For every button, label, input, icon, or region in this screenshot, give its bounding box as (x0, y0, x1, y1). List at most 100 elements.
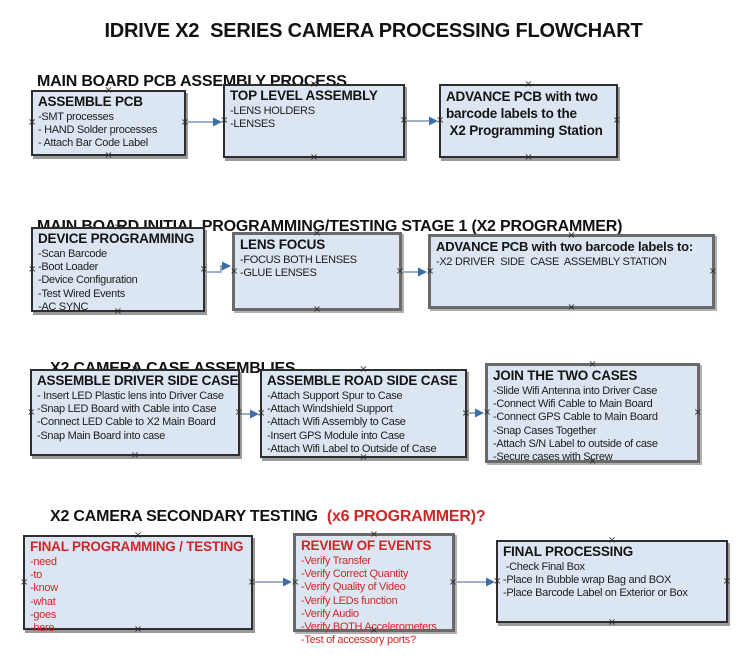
anchor-x-icon: × (27, 406, 36, 418)
anchor-x-icon: × (436, 115, 445, 126)
box-item: -Check Final Box (503, 561, 585, 573)
box-item: -LENSES (230, 118, 275, 131)
box-item: -here (30, 622, 55, 635)
anchor-x-icon: × (312, 304, 322, 315)
box-item: -to (30, 569, 42, 582)
box-item: -Slide Wifi Antenna into Driver Case (493, 385, 658, 397)
box-review-of-events: REVIEW OF EVENTS -Verify Transfer-Verify… (291, 530, 457, 647)
box-item-list: -SMT processes- HAND Solder processes- A… (38, 111, 180, 151)
box-item: -Verify LEDs function (301, 594, 398, 607)
anchor-x-icon: × (567, 302, 576, 313)
box-assemble-driver-side-case: ASSEMBLE DRIVER SIDE CASE - Insert LED P… (27, 365, 243, 461)
anchor-x-icon: × (483, 407, 492, 418)
anchor-x-icon: × (309, 152, 319, 163)
box-item: - Insert LED Plastic lens into Driver Ca… (37, 390, 224, 402)
box-item: -Connect GPS Cable to Main Board (493, 411, 658, 424)
anchor-x-icon: × (291, 576, 300, 588)
box-title: ASSEMBLE DRIVER SIDE CASE (37, 373, 239, 388)
anchor-x-icon: × (180, 117, 189, 128)
box-item: -Attach Wifi Assembly to Case (267, 416, 406, 429)
box-item: -Verify Correct Quantity (301, 568, 409, 581)
box-item: -Verify Audio (301, 607, 359, 620)
box-title: ASSEMBLE PCB (38, 94, 143, 109)
box-item-list: -need-to-know-what-goes-here (30, 556, 247, 635)
elbow-arrow-icon (206, 261, 231, 273)
box-final-processing: FINAL PROCESSING -Check Final Box-Place … (493, 536, 731, 628)
box-device-programming: DEVICE PROGRAMMING -Scan Barcode-Boot Lo… (28, 223, 208, 317)
anchor-x-icon: × (612, 115, 621, 126)
box-item: -Place In Bubble wrap Bag and BOX (503, 574, 672, 587)
box-title: DEVICE PROGRAMMING (38, 231, 195, 246)
box-item: -need (30, 556, 57, 568)
box-assemble-road-side-case: ASSEMBLE ROAD SIDE CASE -Attach Support … (257, 365, 470, 463)
anchor-x-icon: × (395, 265, 404, 277)
box-item: -Verify BOTH Accelerometers (301, 621, 437, 634)
box-title: FINAL PROCESSING (503, 544, 634, 559)
box-title: ADVANCE PCB with two barcode labels to: (436, 239, 694, 254)
anchor-x-icon: × (247, 576, 256, 588)
anchor-x-icon: × (399, 115, 408, 126)
box-item: -Verify Transfer (301, 555, 371, 567)
box-item: -Boot Loader (38, 261, 98, 274)
box-title: REVIEW OF EVENTS (301, 538, 432, 553)
box-item: -LENS HOLDERS (230, 105, 315, 117)
anchor-x-icon: × (461, 407, 470, 419)
anchor-x-icon: × (28, 263, 37, 275)
box-assemble-pcb: ASSEMBLE PCB -SMT processes- HAND Solder… (28, 86, 189, 161)
anchor-x-icon: × (448, 576, 457, 588)
box-item: -FOCUS BOTH LENSES (240, 254, 357, 266)
box-item-list: -X2 DRIVER SIDE CASE ASSEMBLY STATION (436, 256, 708, 269)
box-title: LENS FOCUS (240, 237, 326, 252)
anchor-x-icon: × (257, 407, 266, 419)
box-item-list: -Scan Barcode-Boot Loader-Device Configu… (38, 248, 199, 314)
anchor-x-icon: × (693, 407, 702, 418)
box-advance-pcb-driver-side-station: ADVANCE PCB with two barcode labels to: … (426, 231, 717, 313)
box-item: -know (30, 582, 58, 595)
box-advance-pcb-programming-station: ADVANCE PCB with two barcode labels to t… (436, 80, 621, 163)
anchor-x-icon: × (722, 575, 731, 587)
box-item: -Scan Barcode (38, 248, 107, 260)
anchor-x-icon: × (708, 265, 717, 277)
box-item: -Attach Support Spur to Case (267, 390, 403, 402)
box-final-programming-testing: FINAL PROGRAMMING / TESTING -need-to-kno… (20, 531, 256, 635)
box-item: -Test of accessory ports? (301, 634, 416, 647)
section-header-red-suffix: (x6 PROGRAMMER)? (326, 508, 486, 525)
box-item: -Snap Cases Together (493, 424, 597, 437)
anchor-x-icon: × (104, 150, 113, 161)
box-item: -goes (30, 608, 57, 621)
box-title: ASSEMBLE ROAD SIDE CASE (267, 373, 458, 388)
anchor-x-icon: × (524, 152, 533, 163)
box-item: -SMT processes (38, 111, 114, 123)
box-item: -Connect Wifi Cable to Main Board (493, 398, 653, 411)
anchor-x-icon: × (230, 265, 239, 277)
anchor-x-icon: × (20, 576, 29, 588)
box-item: -Snap LED Board with Cable into Case (37, 403, 217, 416)
box-item-list: -Check Final Box-Place In Bubble wrap Ba… (503, 561, 722, 601)
box-item: -Attach Windshield Support (267, 403, 393, 416)
box-item: - Attach Bar Code Label (38, 137, 148, 150)
anchor-x-icon: × (607, 617, 617, 628)
box-item: -AC SYNC (38, 300, 89, 313)
box-item-list: -Verify Transfer-Verify Correct Quantity… (301, 555, 448, 647)
box-item-list: - Insert LED Plastic lens into Driver Ca… (37, 390, 234, 443)
section-header-text: X2 CAMERA SECONDARY TESTING (49, 508, 318, 525)
box-lens-focus: LENS FOCUS -FOCUS BOTH LENSES-GLUE LENSE… (230, 229, 404, 315)
anchor-x-icon: × (130, 450, 140, 461)
anchor-x-icon: × (234, 406, 243, 418)
box-item: -Attach S/N Label to outside of case (493, 437, 658, 450)
box-item: -Verify Quality of Video (301, 581, 406, 594)
anchor-x-icon: × (493, 575, 502, 587)
box-item: -Insert GPS Module into Case (267, 429, 405, 442)
box-join-the-two-cases: JOIN THE TWO CASES -Slide Wifi Antenna i… (483, 360, 702, 467)
anchor-x-icon: × (426, 265, 435, 277)
box-item: -Device Configuration (38, 274, 138, 287)
box-item-list: -FOCUS BOTH LENSES-GLUE LENSES (240, 254, 395, 280)
box-item: -Test Wired Events (38, 287, 125, 300)
box-item-list: -Attach Support Spur to Case-Attach Wind… (267, 390, 461, 456)
section-header-secondary-testing: X2 CAMERA SECONDARY TESTING (x6 PROGRAMME… (33, 490, 486, 544)
box-title: FINAL PROGRAMMING / TESTING (30, 539, 244, 554)
box-item: -Snap Main Board into case (37, 429, 165, 442)
box-top-level-assembly: TOP LEVEL ASSEMBLY -LENS HOLDERS-LENSES … (220, 80, 408, 163)
anchor-x-icon: × (220, 115, 229, 126)
